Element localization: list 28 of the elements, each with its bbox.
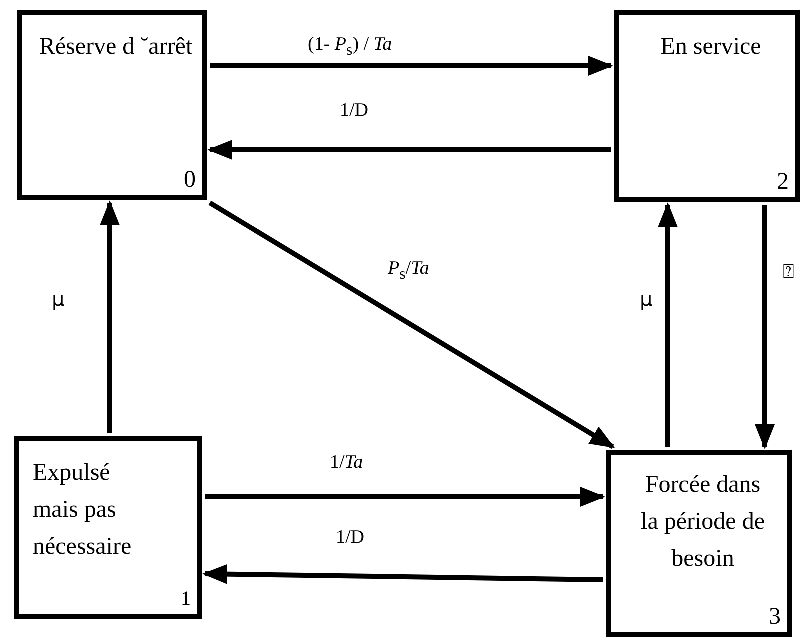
state-name: Réserve d ˘arrêt: [38, 33, 194, 62]
state-box: [14, 436, 202, 619]
state-number: 1: [181, 587, 191, 612]
state-box: [614, 10, 800, 202]
state-name: Forcée dans la période de besoin: [640, 471, 766, 574]
state-name: Expulsé mais pas nécessaire: [33, 459, 133, 562]
state-box: [17, 10, 207, 200]
arrow: [202, 564, 604, 584]
state-number: 0: [184, 167, 196, 193]
edge-label: 1/Ta: [330, 452, 364, 474]
arrow: [755, 205, 775, 450]
edge-label: μ: [640, 288, 653, 310]
arrow: [100, 200, 120, 433]
arrow: [205, 487, 606, 507]
state-name: En service: [660, 33, 762, 62]
edge-label: ⍰: [783, 262, 794, 284]
edge-label: P$_{s}$/Ta: [388, 258, 430, 285]
arrow: [658, 202, 678, 447]
state-number: 3: [769, 604, 781, 630]
edge-label: μ: [52, 288, 65, 310]
state-number: 2: [777, 169, 789, 195]
edge-label: 1/D: [340, 100, 368, 122]
arrow: [208, 200, 616, 450]
arrow: [210, 56, 614, 76]
edge-label: 1/D: [336, 527, 364, 549]
state-box: [606, 450, 792, 637]
edge-label: (1- P$_{s}$) / Ta: [308, 34, 392, 61]
arrow: [208, 140, 611, 160]
